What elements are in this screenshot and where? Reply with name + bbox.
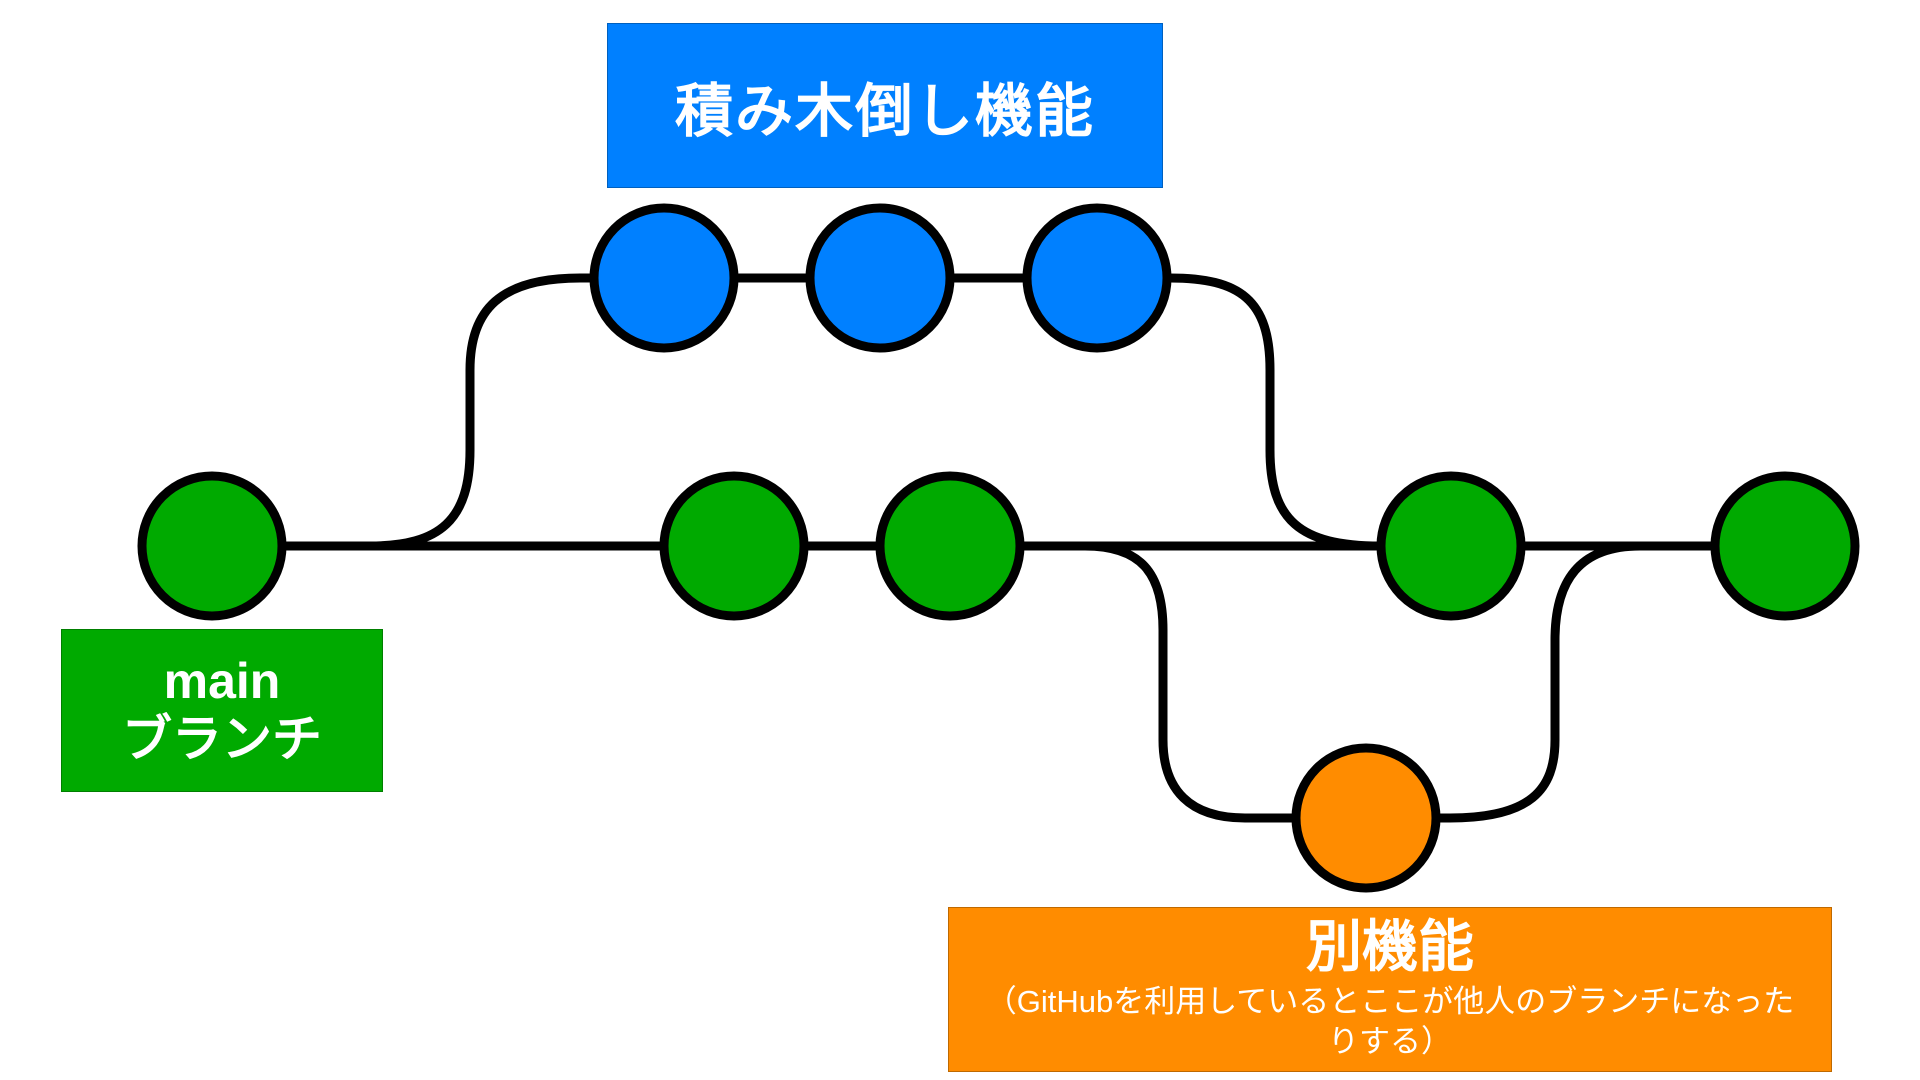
other-branch-label-note: （GitHubを利用しているとここが他人のブランチになったりする）: [985, 984, 1795, 1060]
other-branch-label: 別機能 （GitHubを利用しているとここが他人のブランチになったりする）: [948, 907, 1832, 1072]
feature-commit-3: [1022, 203, 1172, 353]
main-commit-3: [875, 471, 1025, 621]
other-commit-1: [1291, 743, 1441, 893]
feature-branch-label: 積み木倒し機能: [607, 23, 1163, 188]
feature-commit-2: [805, 203, 955, 353]
feature-branch-out-line: [365, 273, 1175, 551]
other-branch-label-title: 別機能: [1306, 915, 1474, 979]
main-branch-label-line1: main: [163, 653, 281, 709]
other-merge-line: [1365, 541, 1645, 823]
feature-branch-label-text: 積み木倒し機能: [674, 78, 1095, 144]
main-branch-label-line2: ブランチ: [122, 710, 322, 767]
main-commit-4: [1376, 471, 1526, 621]
main-commit-5: [1710, 471, 1860, 621]
other-branch-out-line: [1080, 541, 1375, 823]
main-commit-1: [137, 471, 287, 621]
feature-commit-1: [589, 203, 739, 353]
main-branch-label: main ブランチ: [61, 629, 383, 792]
feature-merge-line: [1165, 273, 1385, 551]
main-commit-2: [659, 471, 809, 621]
